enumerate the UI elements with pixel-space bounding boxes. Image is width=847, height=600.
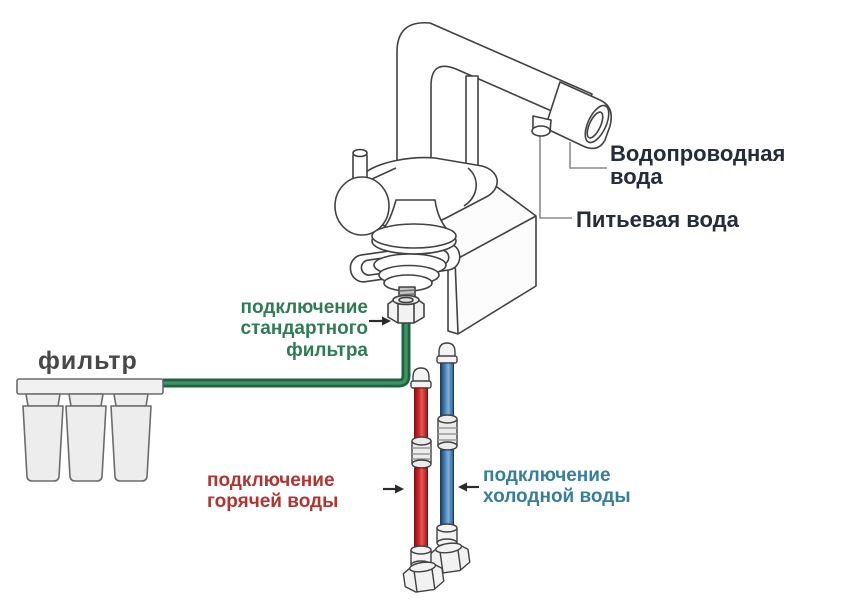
filter-connection-nut: [387, 294, 425, 324]
leader-lines: [539, 134, 607, 219]
hot-hose: [402, 367, 445, 593]
label-cold-water-connection: подключение холодной воды: [483, 465, 631, 508]
cold-hose: [428, 342, 471, 574]
label-tap-water: Водопроводная вода: [610, 141, 786, 190]
label-filter-connection: подключение стандартного фильтра: [240, 297, 368, 361]
hose-end-nut: [428, 542, 471, 574]
hose-mid-fitting: [411, 436, 432, 469]
hose-end-nut: [402, 561, 445, 593]
green-tube: [163, 318, 411, 388]
hose-tube: [414, 467, 428, 551]
hose-top-cap: [436, 342, 458, 364]
filter-cartridge: [65, 393, 107, 482]
hose-top-cap: [410, 367, 432, 389]
faucet-body-end: [463, 167, 477, 207]
aerator: [586, 111, 604, 139]
filter-cartridge: [22, 393, 64, 482]
label-drinking-water: Питьевая вода: [576, 207, 739, 232]
hose-tube: [414, 387, 428, 442]
cold-connection-arrow-icon: [458, 482, 479, 492]
handle-drum: [334, 176, 390, 236]
filter-manifold: [16, 378, 164, 395]
hose-tube: [440, 449, 454, 529]
hose-tube: [440, 362, 454, 421]
filter-connection-arrow-icon: [369, 316, 391, 326]
filter-unit: [16, 378, 164, 482]
label-hot-water-connection: подключение горячей воды: [207, 470, 339, 513]
leader-drinking-water: [539, 134, 572, 219]
hot-connection-arrow-icon: [383, 484, 404, 494]
leader-tap-water: [569, 142, 607, 169]
label-filter: фильтр: [38, 347, 138, 375]
faucet-drinking-outlet: [531, 115, 552, 137]
annotation-arrows: [369, 316, 479, 494]
faucet-spout-head: [544, 81, 613, 150]
filter-cartridge: [110, 393, 152, 482]
faucet-handle: [334, 148, 399, 236]
faucet-inner-pipe: [465, 75, 479, 167]
faucet-illustration: [334, 21, 613, 324]
hose-mid-fitting: [437, 414, 458, 451]
